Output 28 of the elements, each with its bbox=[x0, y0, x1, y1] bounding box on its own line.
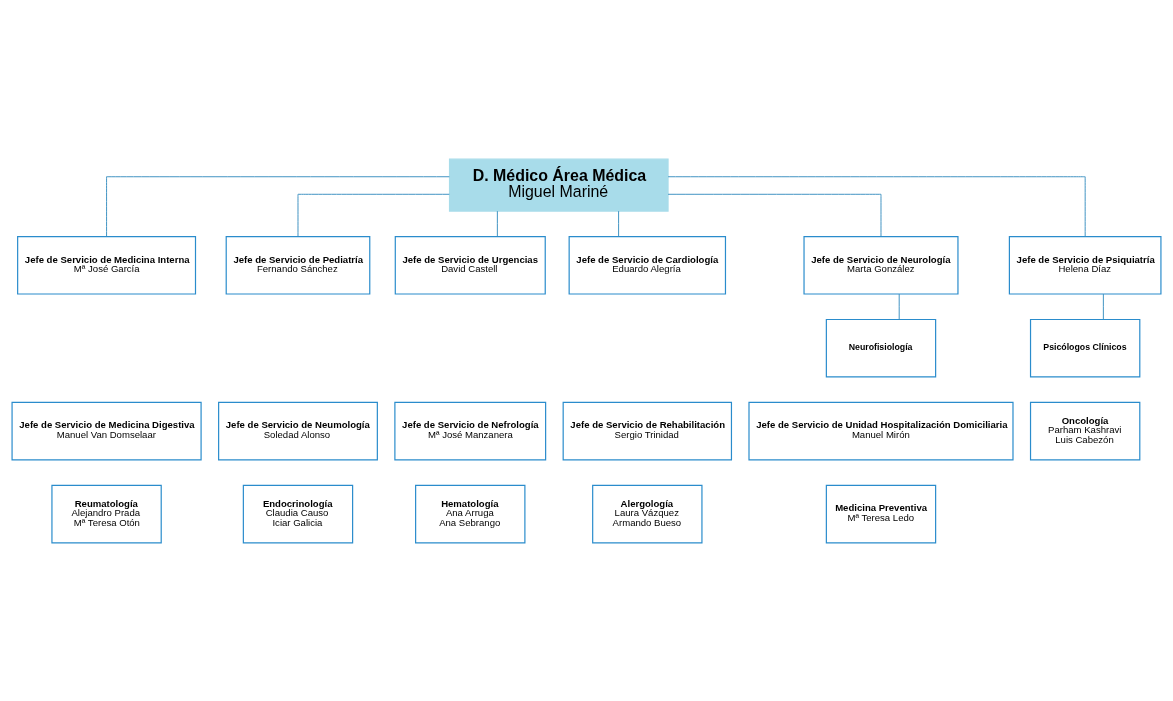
connector bbox=[1102, 293, 1104, 320]
node-box: Endocrinología Claudia Causo Iciar Galicia bbox=[242, 484, 354, 543]
node-box: Alergología Laura Vázquez Armando Bueso bbox=[592, 484, 703, 543]
node-box: Jefe de Servicio de Medicina Digestiva Manuel Van Domselaar bbox=[11, 401, 202, 460]
node-box: Jefe de Servicio de Unidad Hospitalización Domiciliaria Manuel Mirón bbox=[748, 401, 1014, 460]
node-box: Psicólogos Clínicos bbox=[1029, 318, 1141, 378]
connector bbox=[667, 175, 1086, 237]
node-box: D. Médico Área Médica Miguel Mariné bbox=[448, 158, 669, 212]
connector bbox=[106, 175, 450, 237]
node-box: Reumatología Alejandro Prada Mª Teresa Otón bbox=[51, 484, 162, 543]
connector bbox=[667, 193, 882, 237]
node-box: Medicina Preventiva Mª Teresa Ledo bbox=[825, 484, 937, 543]
node-box: Jefe de Servicio de Medicina Interna Mª José García bbox=[17, 235, 197, 295]
node-box: Jefe de Servicio de Pediatría Fernando Sánchez bbox=[225, 235, 371, 295]
node-box: Jefe de Servicio de Nefrología Mª José Manzanera bbox=[394, 401, 547, 460]
node-box: Jefe de Servicio de Neumología Soledad Alonso bbox=[218, 401, 378, 460]
connector bbox=[496, 210, 498, 237]
connector bbox=[618, 210, 620, 237]
node-box: Hematología Ana Arruga Ana Sebrango bbox=[415, 484, 526, 543]
node-box: Jefe de Servicio de Urgencias David Castell bbox=[394, 235, 546, 295]
node-box: Jefe de Servicio de Psiquiatría Helena Díaz bbox=[1008, 235, 1162, 295]
node-box: Oncología Parham Kashravi Luis Cabezón bbox=[1029, 401, 1141, 460]
node-box: Neurofisiología bbox=[825, 318, 937, 378]
node-box: Jefe de Servicio de Neurología Marta González bbox=[803, 235, 959, 295]
node-box: Jefe de Servicio de Rehabilitación Sergio Trinidad bbox=[562, 401, 733, 460]
node-box: Jefe de Servicio de Cardiología Eduardo Alegría bbox=[568, 235, 727, 295]
connector bbox=[898, 293, 900, 320]
connector bbox=[297, 193, 450, 237]
